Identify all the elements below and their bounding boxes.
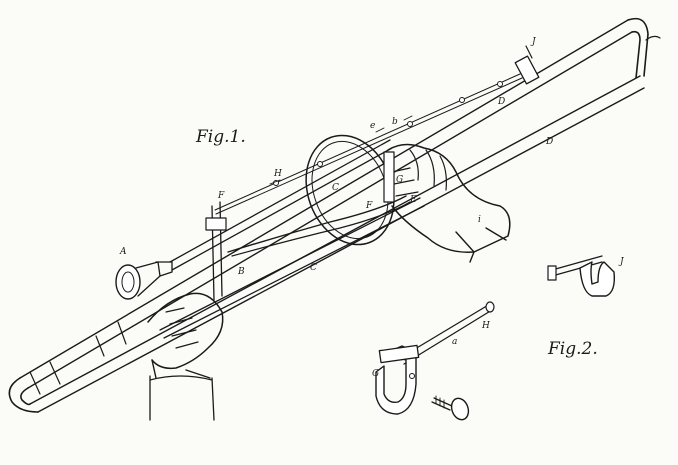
water-key bbox=[645, 35, 661, 41]
label-A: A bbox=[119, 247, 127, 257]
mouthpiece bbox=[115, 261, 173, 300]
label-C-lower: C bbox=[310, 263, 317, 273]
cable-C bbox=[227, 195, 407, 253]
label-F-mid: F bbox=[365, 201, 373, 211]
trombone-fig1 bbox=[8, 17, 661, 421]
label-B: B bbox=[237, 267, 245, 277]
label-e: e bbox=[370, 121, 375, 131]
ferrules-left bbox=[95, 321, 127, 357]
fig2-parts bbox=[375, 255, 616, 421]
mouthpiece-tube bbox=[169, 139, 393, 271]
label-a: a bbox=[452, 337, 457, 347]
bow-bottom-left bbox=[8, 377, 39, 413]
clamp-G-fig2 bbox=[375, 344, 420, 415]
bracket-F bbox=[205, 201, 227, 301]
label-b: b bbox=[392, 117, 398, 127]
label-H-fig2: H bbox=[481, 321, 490, 331]
label-D-mid: D bbox=[545, 137, 553, 147]
inner-slide-tube bbox=[159, 197, 425, 339]
label-G: G bbox=[396, 175, 403, 185]
label-fig1: Fig.1. bbox=[195, 127, 246, 147]
label-C-upper: C bbox=[332, 183, 339, 193]
bow-brace bbox=[29, 361, 61, 395]
label-E: E bbox=[409, 195, 417, 205]
label-F-left: F bbox=[217, 191, 225, 201]
label-G-fig2: G bbox=[372, 369, 379, 379]
slide-crook-top bbox=[627, 17, 649, 79]
labels: Fig.1. Fig.2. A B C C D D E F F G G H H … bbox=[119, 37, 625, 379]
label-D-top: D bbox=[497, 97, 505, 107]
clamp-J-fig2 bbox=[547, 255, 616, 297]
label-J-top: J bbox=[530, 37, 537, 47]
left-hand bbox=[147, 292, 224, 421]
clamp-J-top bbox=[514, 45, 540, 85]
label-H-upper: H bbox=[273, 169, 282, 179]
label-fig2: Fig.2. bbox=[547, 339, 598, 359]
wire-rod-H bbox=[214, 73, 523, 215]
right-hand bbox=[383, 143, 511, 263]
label-i: i bbox=[478, 215, 481, 225]
thumbscrew-fig2 bbox=[431, 395, 470, 421]
label-J-fig2: J bbox=[618, 257, 625, 267]
